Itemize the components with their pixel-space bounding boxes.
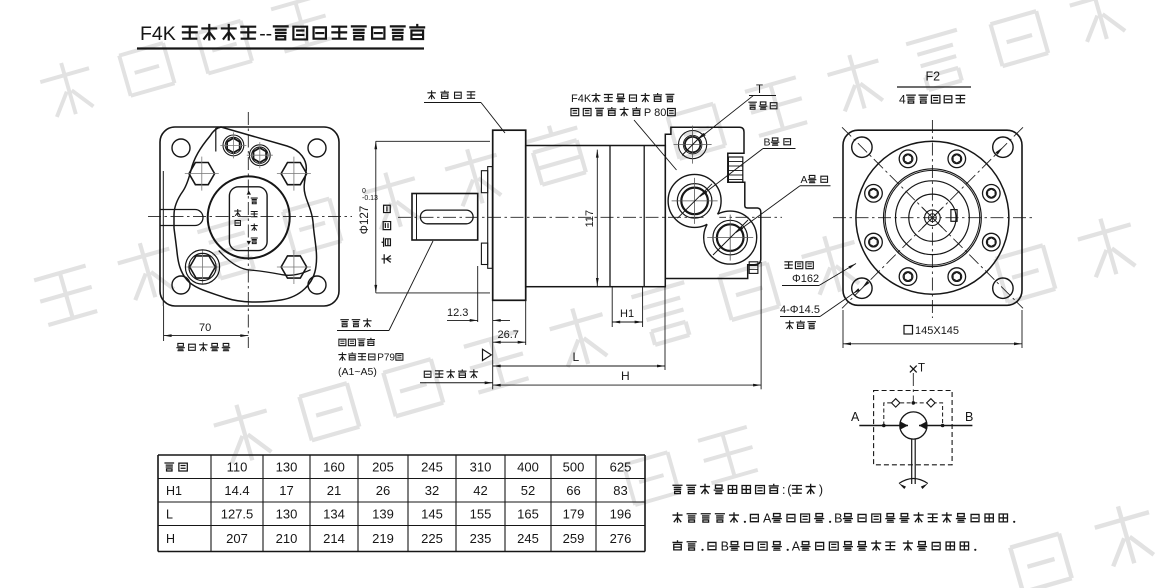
- svg-text:T: T: [756, 84, 763, 96]
- svg-text:12.3: 12.3: [447, 307, 468, 319]
- svg-text:205: 205: [372, 459, 394, 474]
- svg-text:L: L: [573, 350, 580, 364]
- svg-text:0: 0: [362, 188, 366, 195]
- svg-text:214: 214: [323, 531, 345, 546]
- svg-text:-0.13: -0.13: [362, 195, 378, 202]
- svg-text:Φ162: Φ162: [792, 273, 819, 285]
- svg-text:H1: H1: [620, 308, 634, 320]
- svg-text:52: 52: [521, 483, 535, 498]
- svg-text:625: 625: [610, 459, 632, 474]
- svg-text:21: 21: [327, 483, 341, 498]
- svg-text:134: 134: [323, 506, 345, 521]
- svg-text:26.7: 26.7: [498, 329, 519, 341]
- svg-text:130: 130: [276, 459, 298, 474]
- svg-text:26: 26: [376, 483, 390, 498]
- svg-text:(A1~A5): (A1~A5): [338, 366, 377, 378]
- svg-text:276: 276: [610, 531, 632, 546]
- svg-text:B: B: [834, 512, 842, 526]
- svg-text::: :: [782, 483, 785, 497]
- svg-text:14.4: 14.4: [224, 483, 249, 498]
- svg-text:H1: H1: [166, 484, 182, 498]
- svg-text:): ): [819, 483, 823, 497]
- svg-text:A: A: [792, 540, 801, 554]
- svg-text:L: L: [166, 507, 173, 521]
- svg-text:B: B: [965, 410, 973, 424]
- svg-text:F2: F2: [926, 70, 941, 84]
- svg-text:145X145: 145X145: [915, 325, 959, 337]
- svg-text:245: 245: [517, 531, 539, 546]
- svg-text:42: 42: [473, 483, 487, 498]
- svg-text:196: 196: [610, 506, 632, 521]
- svg-text:127.5: 127.5: [221, 506, 254, 521]
- svg-text:32: 32: [425, 483, 439, 498]
- svg-text:H: H: [166, 532, 175, 546]
- svg-text:B: B: [764, 137, 771, 149]
- svg-text:4-Φ14.5: 4-Φ14.5: [780, 304, 820, 316]
- svg-text:207: 207: [226, 531, 248, 546]
- svg-text:210: 210: [276, 531, 298, 546]
- svg-text:P 80: P 80: [644, 107, 666, 119]
- svg-text:245: 245: [421, 459, 443, 474]
- svg-text:500: 500: [563, 459, 585, 474]
- svg-text:165: 165: [517, 506, 539, 521]
- svg-text:179: 179: [563, 506, 585, 521]
- svg-text:17: 17: [279, 483, 293, 498]
- svg-text:83: 83: [613, 483, 627, 498]
- svg-text:219: 219: [372, 531, 394, 546]
- svg-text:160: 160: [323, 459, 345, 474]
- svg-text:259: 259: [563, 531, 585, 546]
- svg-text:70: 70: [199, 322, 211, 334]
- svg-text:400: 400: [517, 459, 539, 474]
- svg-text:B: B: [721, 540, 729, 554]
- svg-text:A: A: [801, 174, 808, 186]
- svg-text:145: 145: [421, 506, 443, 521]
- svg-text:235: 235: [470, 531, 492, 546]
- svg-text:P79: P79: [377, 353, 395, 364]
- svg-text:T: T: [918, 363, 925, 375]
- svg-text:117: 117: [584, 210, 596, 228]
- svg-text:Φ127: Φ127: [359, 206, 371, 234]
- svg-text:4: 4: [899, 93, 906, 107]
- svg-text:--: --: [259, 23, 272, 45]
- svg-text:(: (: [787, 483, 792, 497]
- svg-text:66: 66: [566, 483, 580, 498]
- svg-text:110: 110: [227, 459, 248, 474]
- svg-text:155: 155: [470, 506, 492, 521]
- svg-text:H: H: [621, 369, 630, 383]
- svg-text:139: 139: [372, 506, 394, 521]
- svg-text:310: 310: [470, 459, 492, 474]
- svg-text:F4K: F4K: [571, 93, 592, 105]
- svg-text:A: A: [851, 410, 860, 424]
- svg-text:225: 225: [421, 531, 443, 546]
- svg-text:F4K: F4K: [140, 23, 176, 45]
- svg-text:130: 130: [276, 506, 298, 521]
- svg-text:A: A: [763, 512, 772, 526]
